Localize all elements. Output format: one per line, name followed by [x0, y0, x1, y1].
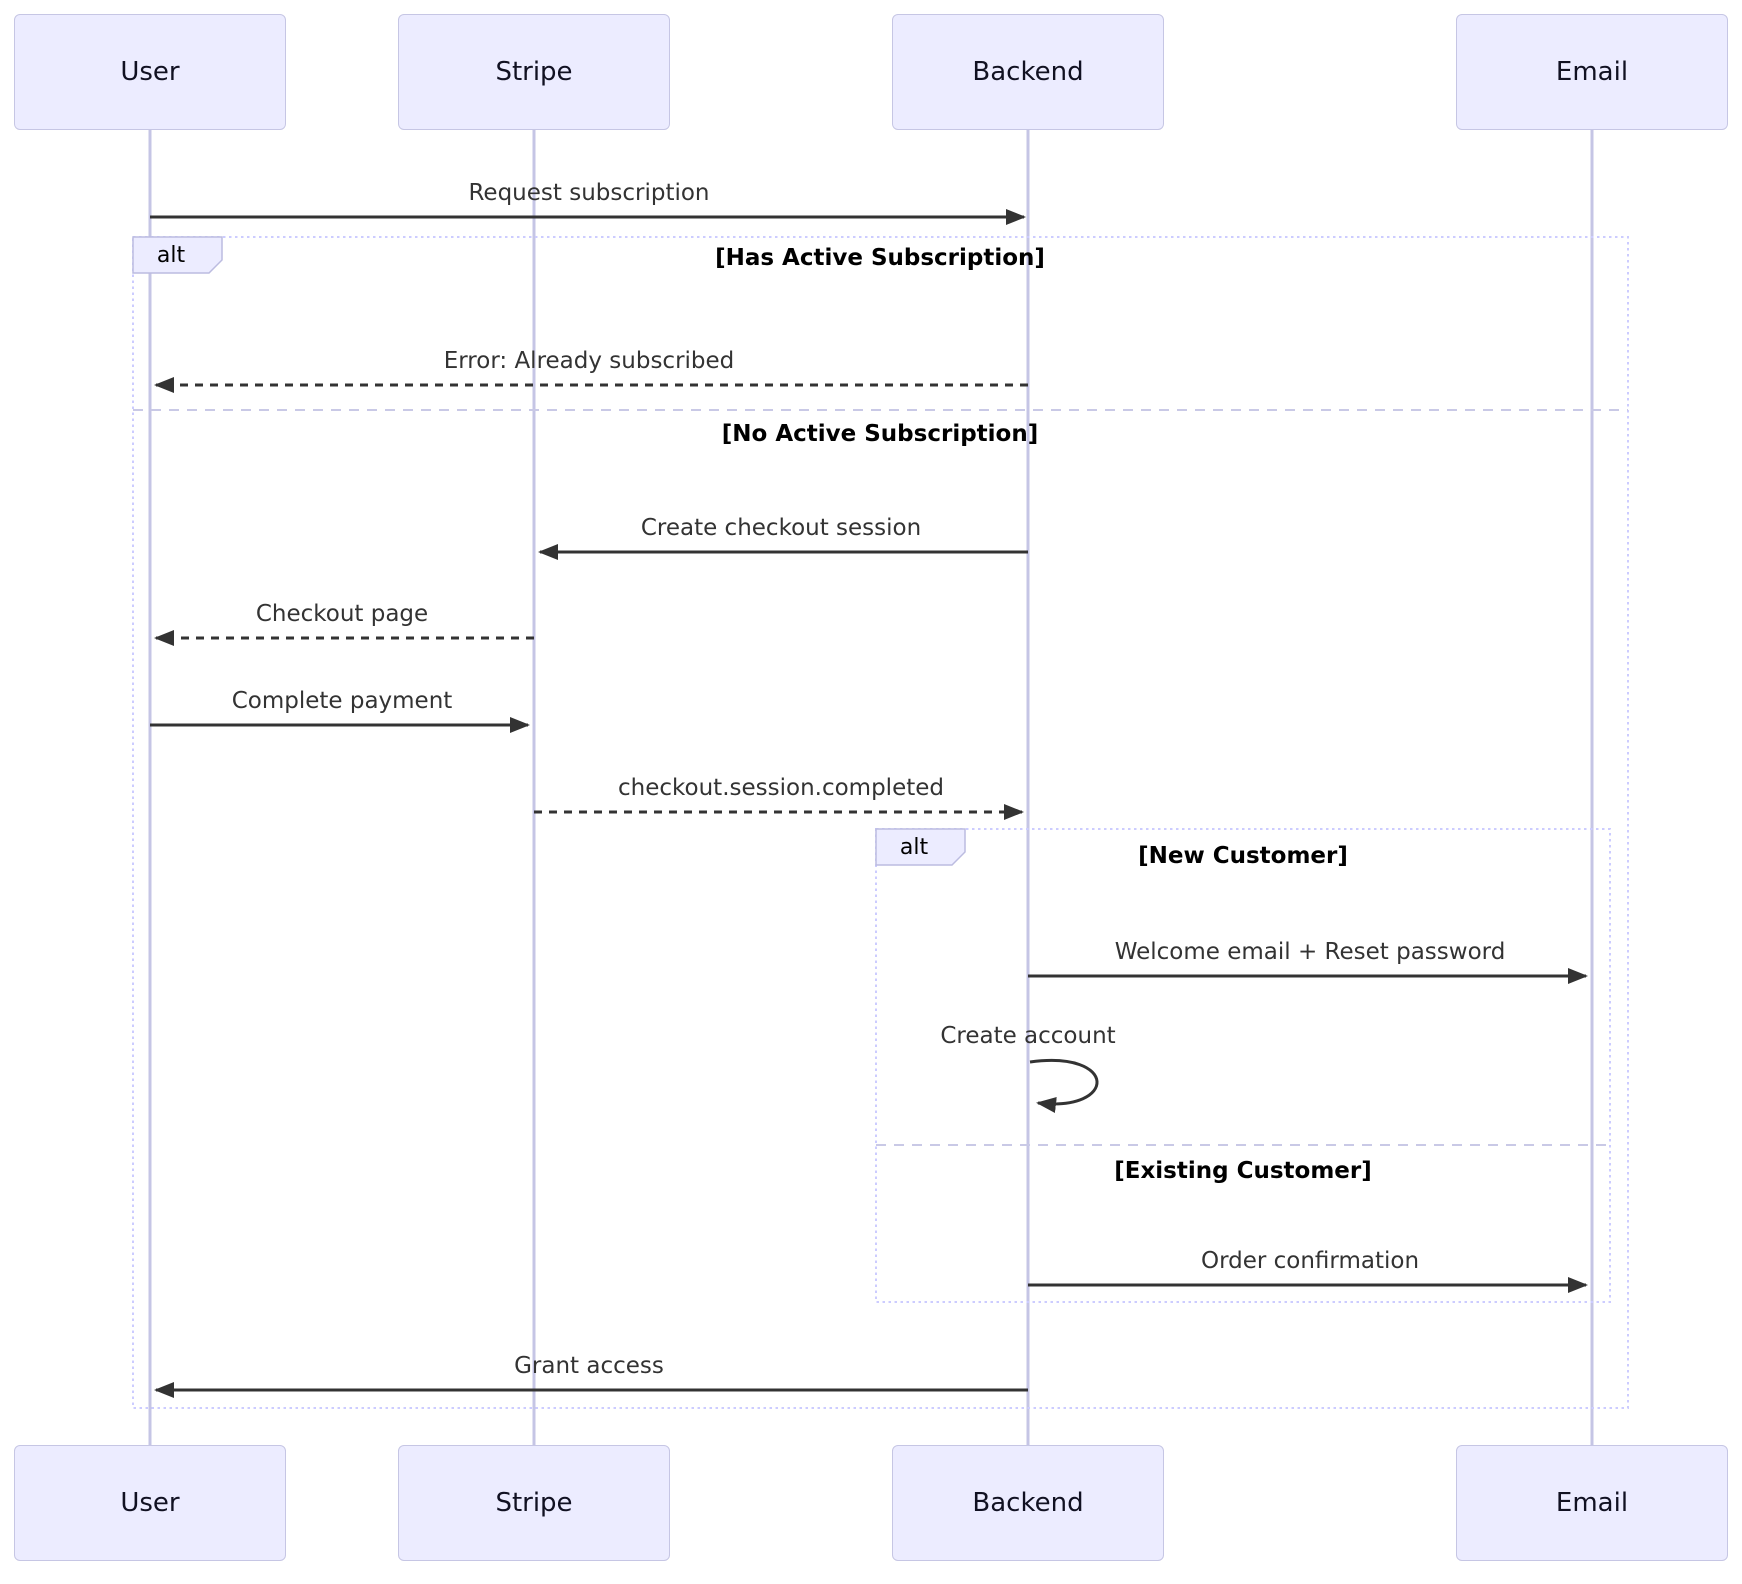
message-label-error-already-subscribed: Error: Already subscribed — [443, 348, 735, 374]
actor-backend-bottom: Backend — [892, 1445, 1164, 1561]
actor-user-top: User — [14, 14, 286, 130]
actor-email-bottom: Email — [1456, 1445, 1728, 1561]
actor-stripe-bottom: Stripe — [398, 1445, 670, 1561]
alt-frame-inner-tab — [875, 828, 966, 866]
condition-existing-customer: [Existing Customer] — [1114, 1158, 1372, 1184]
actor-stripe-top-label: Stripe — [495, 57, 573, 87]
condition-no-active-subscription: [No Active Subscription] — [721, 421, 1039, 447]
actor-backend-top: Backend — [892, 14, 1164, 130]
actor-backend-top-label: Backend — [972, 57, 1084, 87]
alt-frame-outer-tab — [132, 236, 223, 274]
actor-email-top-label: Email — [1555, 57, 1629, 87]
message-label-welcome-email: Welcome email + Reset password — [1114, 939, 1506, 965]
message-label-grant-access: Grant access — [514, 1353, 664, 1379]
message-label-order-confirmation: Order confirmation — [1200, 1248, 1420, 1274]
actor-email-bottom-label: Email — [1555, 1488, 1629, 1518]
message-label-complete-payment: Complete payment — [231, 688, 453, 714]
alt-inner-tab-label: alt — [899, 834, 929, 860]
alt-frame-outer — [132, 236, 1629, 1409]
alt-frame-inner — [875, 828, 1611, 1303]
condition-new-customer: [New Customer] — [1138, 843, 1348, 869]
actor-stripe-bottom-label: Stripe — [495, 1488, 573, 1518]
message-label-checkout-page: Checkout page — [255, 601, 429, 627]
actor-stripe-top: Stripe — [398, 14, 670, 130]
actor-user-top-label: User — [120, 57, 180, 87]
message-label-request-subscription: Request subscription — [468, 180, 710, 206]
actor-email-top: Email — [1456, 14, 1728, 130]
actor-user-bottom-label: User — [120, 1488, 180, 1518]
message-label-create-account: Create account — [940, 1023, 1116, 1049]
arrow-create-account-self-loop — [1029, 1059, 1099, 1113]
condition-has-active-subscription: [Has Active Subscription] — [715, 245, 1045, 271]
message-label-checkout-session-completed: checkout.session.completed — [618, 775, 944, 801]
actor-user-bottom: User — [14, 1445, 286, 1561]
alt-outer-tab-label: alt — [156, 242, 186, 268]
actor-backend-bottom-label: Backend — [972, 1488, 1084, 1518]
message-label-create-checkout-session: Create checkout session — [640, 515, 922, 541]
